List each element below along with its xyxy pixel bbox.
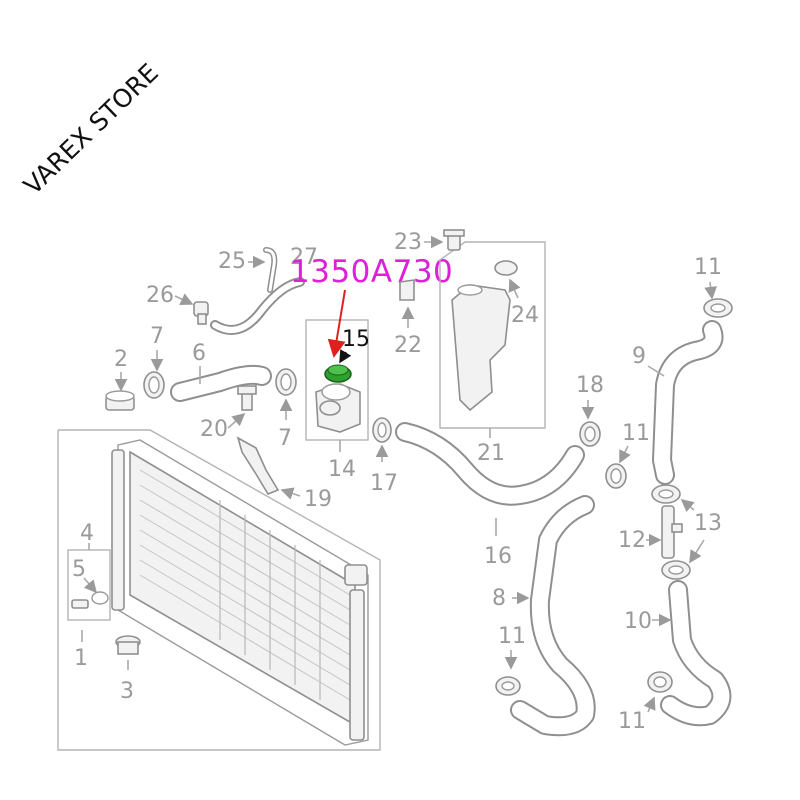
callout-17: 17 — [370, 471, 398, 496]
clamp-7-middle: 7 — [275, 368, 297, 451]
hose-25-27: 25 27 26 — [146, 245, 318, 335]
part-number-label: 1350A730 — [290, 254, 453, 290]
hose-8: 8 — [492, 495, 596, 737]
bracket-19: 19 — [236, 436, 332, 512]
callout-14: 14 — [328, 457, 356, 482]
callout-5: 5 — [72, 557, 86, 582]
clamp-11-bottom-left: 11 — [495, 624, 526, 696]
callout-4: 4 — [80, 521, 94, 546]
radiator-group-frame — [57, 429, 381, 751]
callout-16: 16 — [484, 544, 512, 569]
callout-11b: 11 — [622, 421, 650, 446]
clamp-11-mid: 11 — [605, 421, 650, 489]
hose-10: 10 — [624, 580, 732, 727]
callout-1: 1 — [74, 646, 88, 671]
callout-26: 26 — [146, 283, 174, 308]
clamp-18: 18 — [576, 373, 604, 447]
callout-7a: 7 — [150, 324, 164, 349]
clamp-11-bottom-right: 11 — [618, 671, 673, 734]
callout-11c: 11 — [694, 255, 722, 280]
callout-10: 10 — [624, 609, 652, 634]
callout-18: 18 — [576, 373, 604, 398]
highlight-arrow — [327, 289, 346, 358]
callout-3: 3 — [120, 679, 134, 704]
bolt-20: 20 — [200, 385, 257, 442]
callout-25: 25 — [218, 249, 246, 274]
callout-15: 15 — [342, 327, 370, 352]
callout-12: 12 — [618, 528, 646, 553]
callout-6: 6 — [192, 341, 206, 366]
mount-3: 3 — [115, 635, 141, 704]
housing-14: 14 — [305, 319, 369, 482]
callout-20: 20 — [200, 417, 228, 442]
callout-8: 8 — [492, 586, 506, 611]
callout-9: 9 — [632, 344, 646, 369]
pipe-12: 12 13 — [618, 484, 722, 580]
clamp-17: 17 — [370, 417, 398, 496]
callout-23: 23 — [394, 230, 422, 255]
callout-2: 2 — [114, 347, 128, 372]
housing-group-frame — [305, 319, 369, 441]
hose-9: 9 — [632, 320, 724, 485]
bushing-2: 2 — [105, 347, 135, 411]
callout-11d: 11 — [618, 709, 646, 734]
callout-7b: 7 — [278, 426, 292, 451]
hose-16: 16 — [395, 422, 585, 569]
radiator-cap-15: 15 — [324, 289, 370, 383]
hose-6: 6 — [170, 341, 272, 402]
callout-19: 19 — [304, 487, 332, 512]
callout-21: 21 — [477, 441, 505, 466]
callout-13: 13 — [694, 511, 722, 536]
clamp-7-left: 7 — [143, 324, 165, 399]
callout-24: 24 — [511, 303, 539, 328]
radiator-assembly: 1 — [57, 429, 381, 751]
reservoir-group-frame — [439, 241, 546, 429]
reservoir-21: 21 23 22 24 — [394, 229, 546, 466]
callout-27: 27 — [290, 245, 318, 270]
bolt-group: 4 5 — [67, 521, 111, 621]
callout-11a: 11 — [498, 624, 526, 649]
callout-22: 22 — [394, 333, 422, 358]
clamp-11-top: 11 — [694, 255, 733, 318]
store-watermark: VAREX STORE — [18, 58, 164, 200]
